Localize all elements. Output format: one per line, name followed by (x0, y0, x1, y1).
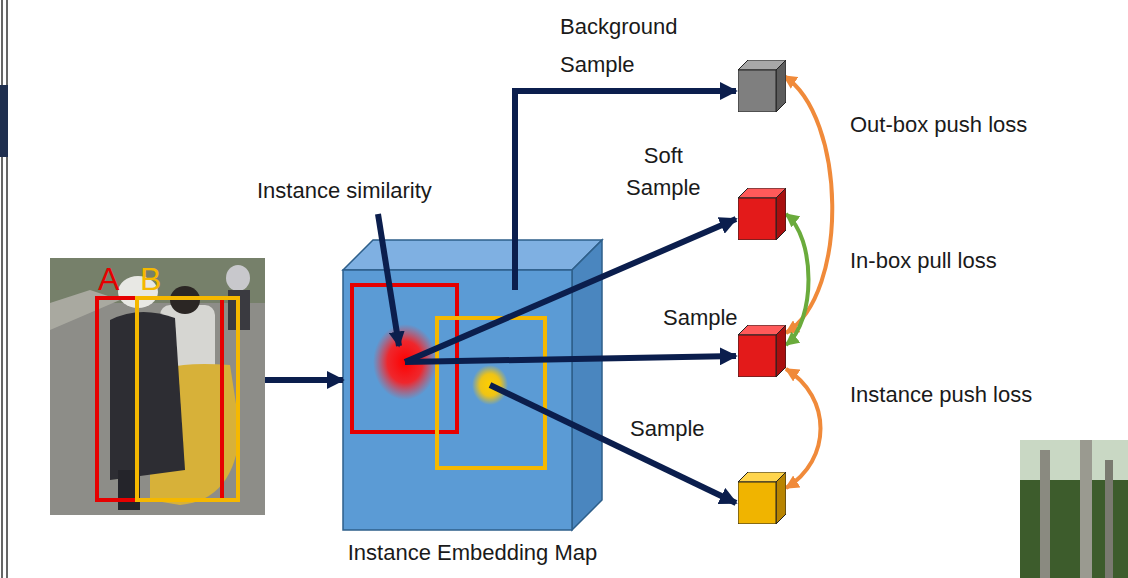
loss-label: Instance push loss (848, 382, 1034, 408)
connector-arrow (405, 219, 736, 362)
cube-shape (738, 472, 786, 524)
embedding-map: Instance Embedding Map (343, 240, 602, 530)
cube-side (776, 472, 786, 524)
sample-cube: Sample (738, 472, 786, 524)
cube-side (776, 188, 786, 240)
connector-arrow (786, 369, 821, 488)
sample-cube: Soft Sample (738, 188, 786, 240)
cube-front (738, 482, 776, 524)
cube-side (776, 60, 786, 112)
rider-jacket (110, 312, 185, 480)
connector-arrow (786, 214, 809, 345)
photo-fragment (1020, 440, 1128, 578)
map-caption: Instance Embedding Map (348, 540, 598, 566)
annotation: Instance similarity (255, 178, 434, 204)
trunk (1040, 450, 1050, 578)
connector-arrow (490, 385, 736, 503)
sample-cube: Background Sample (738, 60, 786, 112)
loss-label: In-box pull loss (848, 248, 999, 274)
sample-label: Sample (630, 416, 705, 442)
cube-front (738, 335, 776, 377)
embedding-cube (343, 240, 602, 530)
cube-shape (738, 325, 786, 377)
connector-arrow (515, 91, 736, 290)
leader-arrow (378, 214, 399, 346)
cube-front (738, 198, 776, 240)
trunk (1080, 440, 1092, 578)
page-edge (0, 0, 8, 578)
foliage (1020, 440, 1128, 578)
edge-block (0, 85, 8, 157)
cube-front (738, 70, 776, 112)
street-photo (50, 258, 265, 515)
instance-letter: A (98, 260, 119, 298)
sample-label: Soft Sample (626, 140, 701, 204)
sample-cube: Sample (738, 325, 786, 377)
cube-side (776, 325, 786, 377)
trunk (1105, 460, 1113, 578)
cube-shape (738, 188, 786, 240)
connector-arrow (265, 377, 343, 383)
far-rider (226, 265, 250, 291)
cube-front (343, 270, 572, 530)
sample-label: Background Sample (560, 8, 677, 84)
box-a (97, 298, 222, 500)
sample-label: Sample (663, 305, 738, 331)
road (50, 258, 265, 515)
loss-label: Out-box push loss (848, 112, 1029, 138)
box-b (137, 298, 238, 500)
photo-frame: AB (50, 258, 265, 515)
instance-letter: B (140, 260, 161, 298)
connector-arrow (405, 356, 736, 362)
cube-shape (738, 60, 786, 112)
